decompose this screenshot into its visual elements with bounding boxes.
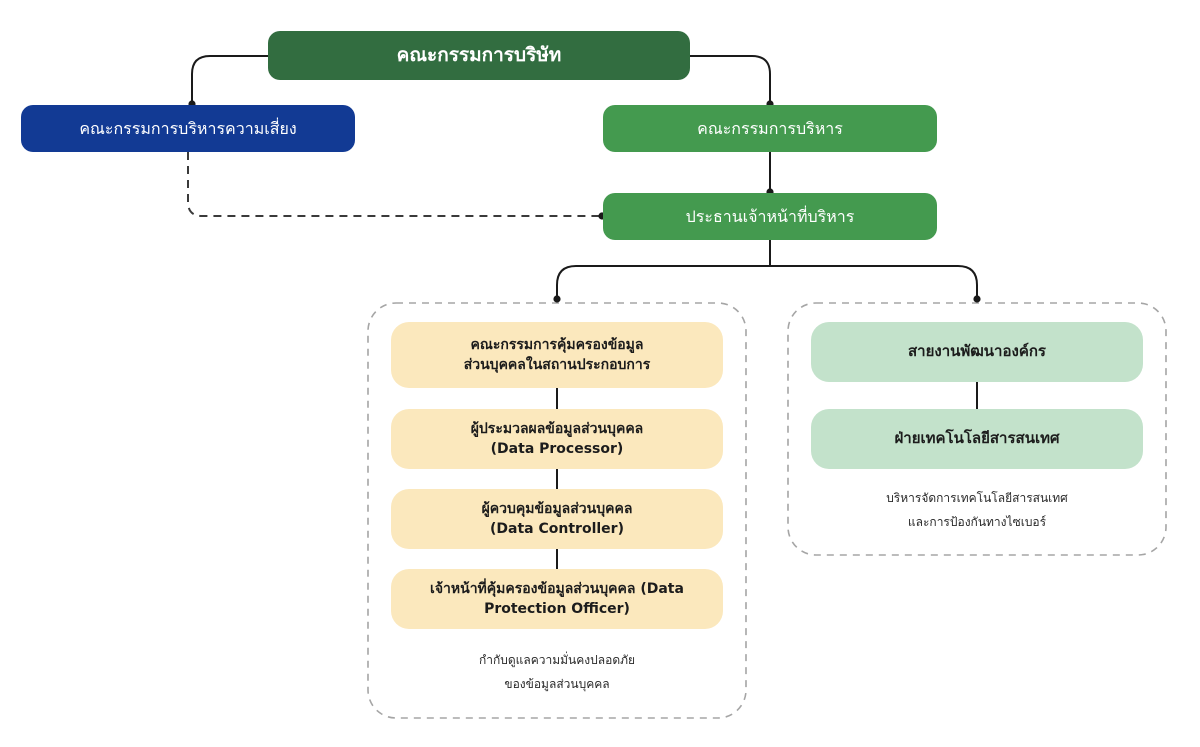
dp-note-line-1: กำกับดูแลความมั่นคงปลอดภัย <box>478 653 636 667</box>
ceo-node[interactable]: ประธานเจ้าหน้าที่บริหาร <box>603 193 937 240</box>
board-of-directors-node[interactable]: คณะกรรมการบริษัท <box>268 31 690 80</box>
connector-board-to-risk <box>191 55 268 104</box>
data-controller-node[interactable]: ผู้ควบคุมข้อมูลส่วนบุคคล (Data Controlle… <box>391 489 723 549</box>
risk-management-committee-label: คณะกรรมการบริหารความเสี่ยง <box>79 118 297 138</box>
dpo-node[interactable]: เจ้าหน้าที่คุ้มครองข้อมูลส่วนบุคคล (Data… <box>391 569 723 629</box>
data-processor-node[interactable]: ผู้ประมวลผลข้อมูลส่วนบุคคล (Data Process… <box>391 409 723 469</box>
it-department-label: ฝ่ายเทคโนโลยีสารสนเทศ <box>894 429 1060 448</box>
connector-branch-left <box>556 265 770 299</box>
connector-dot <box>553 295 561 303</box>
connector-branch-right <box>770 265 978 299</box>
organization-development-label: สายงานพัฒนาองค์กร <box>908 342 1046 361</box>
executive-committee-label: คณะกรรมการบริหาร <box>697 118 843 138</box>
dp-committee-node[interactable]: คณะกรรมการคุ้มครองข้อมูล ส่วนบุคคลในสถาน… <box>391 322 723 388</box>
data-protection-group-border <box>367 302 747 719</box>
connector-risk-to-ceo-dashed <box>187 152 602 217</box>
data-controller-label-line-1: ผู้ควบคุมข้อมูลส่วนบุคคล <box>481 500 633 517</box>
dpo-label-line-2: Protection Officer) <box>484 601 630 617</box>
it-group-border <box>787 302 1167 556</box>
it-note-line-1: บริหารจัดการเทคโนโลยีสารสนเทศ <box>886 491 1068 505</box>
risk-management-committee-node[interactable]: คณะกรรมการบริหารความเสี่ยง <box>21 105 355 152</box>
connector-dot <box>973 295 981 303</box>
it-note-line-2: และการป้องกันทางไซเบอร์ <box>907 515 1047 529</box>
dpo-label-line-1: เจ้าหน้าที่คุ้มครองข้อมูลส่วนบุคคล (Data <box>430 580 684 597</box>
board-of-directors-label: คณะกรรมการบริษัท <box>396 43 562 66</box>
ceo-label: ประธานเจ้าหน้าที่บริหาร <box>685 206 855 226</box>
dp-note-line-2: ของข้อมูลส่วนบุคคล <box>504 677 610 691</box>
connector-board-to-executive <box>690 55 771 104</box>
executive-committee-node[interactable]: คณะกรรมการบริหาร <box>603 105 937 152</box>
dp-committee-label-line-1: คณะกรรมการคุ้มครองข้อมูล <box>470 336 644 353</box>
data-controller-label-line-2: (Data Controller) <box>490 521 624 537</box>
data-processor-label-line-2: (Data Processor) <box>490 441 624 457</box>
dp-committee-label-line-2: ส่วนบุคคลในสถานประกอบการ <box>463 357 651 373</box>
data-protection-group-note: กำกับดูแลความมั่นคงปลอดภัย ของข้อมูลส่วน… <box>391 648 723 696</box>
it-department-node[interactable]: ฝ่ายเทคโนโลยีสารสนเทศ <box>811 409 1143 469</box>
it-group-note: บริหารจัดการเทคโนโลยีสารสนเทศ และการป้อง… <box>811 486 1143 534</box>
data-processor-label-line-1: ผู้ประมวลผลข้อมูลส่วนบุคคล <box>470 420 644 437</box>
organization-development-node[interactable]: สายงานพัฒนาองค์กร <box>811 322 1143 382</box>
